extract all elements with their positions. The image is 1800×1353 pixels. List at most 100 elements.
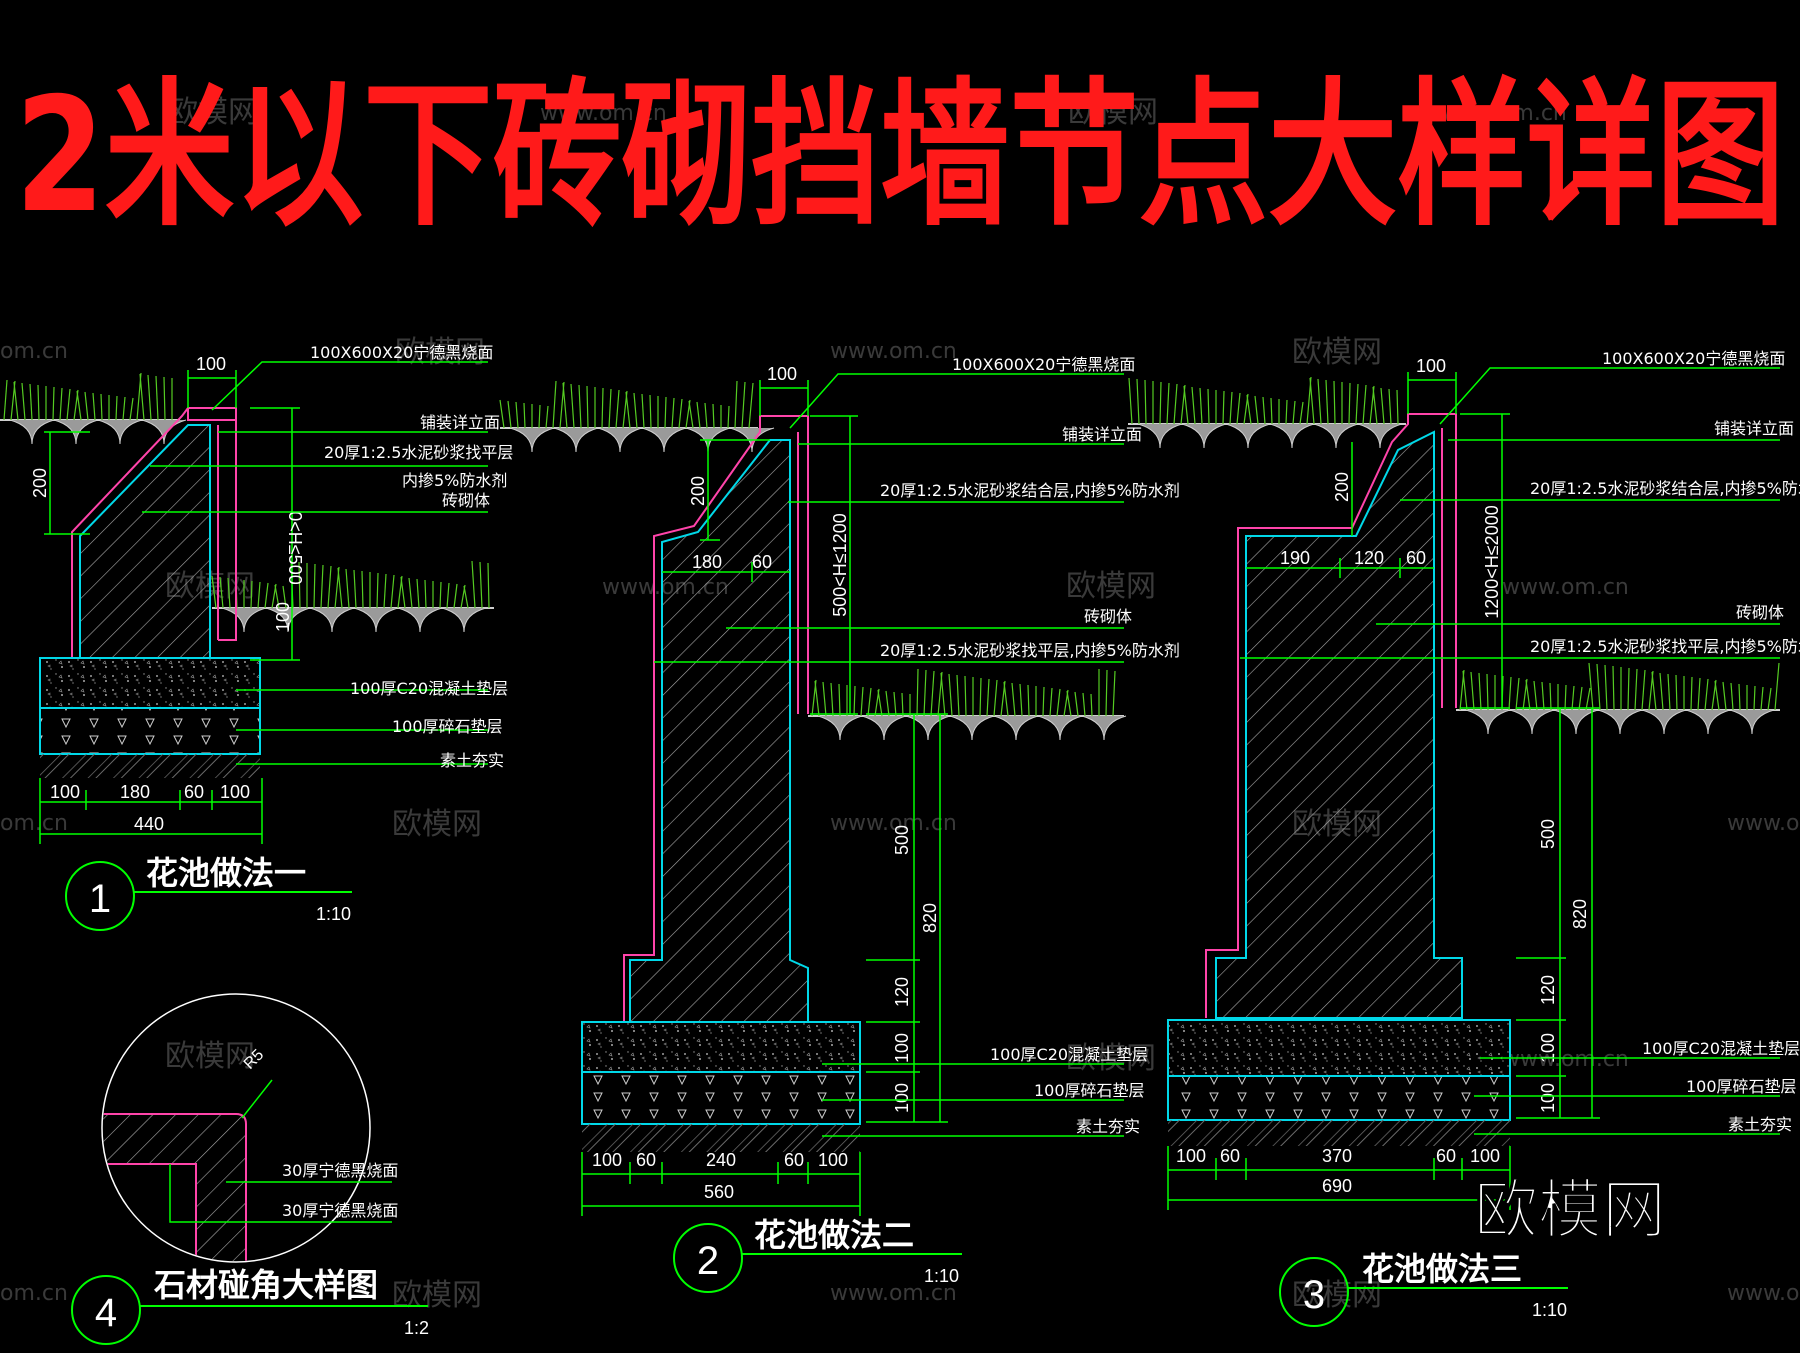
- grass-blade: [867, 687, 872, 717]
- ground-symbol: [1465, 709, 1511, 735]
- dim-upper: 180: [692, 552, 722, 572]
- dim-vertical: 120: [1538, 975, 1558, 1005]
- grass-blade: [1578, 686, 1583, 711]
- grass-blade: [1309, 377, 1315, 425]
- detail-number-circle: [673, 1223, 743, 1293]
- note-cap: 100X600X20宁德黑烧面: [310, 343, 493, 362]
- dim-base-part: 180: [120, 782, 150, 802]
- watermark-brand: 欧模网: [1292, 335, 1382, 370]
- grass-blade: [1585, 687, 1591, 711]
- grass-symbol: [1128, 376, 1406, 449]
- grass-blade: [163, 376, 166, 421]
- watermark-url: www.om.cn: [540, 101, 667, 126]
- grass-blade: [3, 379, 8, 421]
- ground-symbol: [97, 419, 143, 445]
- grass-blade: [1380, 387, 1385, 425]
- cap-stone: [187, 407, 237, 421]
- brick-wall-section: [79, 424, 211, 659]
- detail-name: 花池做法三: [1362, 1250, 1522, 1288]
- grass-blade: [814, 680, 820, 717]
- grass-blade: [1667, 673, 1671, 711]
- note-mortar-bond: 20厚1:2.5水泥砂浆结合层,内掺5%防水剂: [1530, 479, 1800, 498]
- grass-blade: [1199, 387, 1203, 425]
- grass-blade: [1144, 379, 1147, 425]
- grass-blade: [1049, 687, 1053, 717]
- grass-blade: [29, 383, 33, 421]
- grass-blade: [1564, 684, 1567, 711]
- watermark-brand: 欧模网: [168, 95, 258, 130]
- grass-blade: [860, 686, 864, 717]
- dim-slope: 200: [30, 468, 50, 498]
- grass-blade: [552, 380, 557, 429]
- grass-blade: [129, 397, 134, 421]
- concrete-layer: [581, 1021, 861, 1073]
- grass-blade: [1604, 664, 1608, 711]
- grass-blade: [1317, 378, 1322, 425]
- dim-upper: 60: [1406, 548, 1426, 568]
- note-concrete: 100厚C20混凝土垫层: [990, 1045, 1148, 1064]
- grass-blade: [734, 380, 738, 429]
- grass-blade: [1462, 670, 1468, 711]
- grass-blade: [499, 399, 505, 429]
- dim-base-part: 240: [706, 1150, 736, 1170]
- note-paving: 铺装详立面: [420, 413, 500, 432]
- grass-blade: [830, 682, 834, 717]
- grass-blade: [76, 390, 82, 421]
- note-cap: 100X600X20宁德黑烧面: [1602, 349, 1785, 368]
- grass-symbol: [808, 668, 1127, 741]
- grass-blade: [1533, 680, 1538, 711]
- grass-blade: [1612, 665, 1615, 711]
- watermark-url: www.om.cn: [1502, 575, 1629, 600]
- grass-blade: [13, 381, 19, 421]
- grass-blade: [678, 398, 683, 429]
- note-soil: 素土夯实: [1076, 1117, 1140, 1136]
- dim-vertical: 120: [892, 977, 912, 1007]
- grass-blade: [877, 689, 883, 717]
- grass-symbol: [0, 372, 187, 445]
- note-paving: 铺装详立面: [1062, 425, 1142, 444]
- grass-blade: [1003, 681, 1009, 717]
- ground-symbol: [265, 607, 311, 633]
- grass-blade: [463, 585, 469, 609]
- detail-4: R5 30厚宁德黑烧面 30厚宁德黑烧面 4 石材碰角大样图 1:2: [71, 993, 429, 1345]
- grass-blade: [704, 402, 708, 429]
- dim-base-part: 60: [184, 782, 204, 802]
- dim-base-part: 100: [50, 782, 80, 802]
- grass-blade: [688, 400, 694, 429]
- watermark-brand: 欧模网: [1068, 95, 1158, 130]
- grass-blade: [601, 387, 604, 429]
- ground-symbol: [1729, 709, 1775, 735]
- grass-blade: [1478, 672, 1482, 711]
- grass-blade: [1470, 671, 1475, 711]
- note-paving: 铺装详立面: [1714, 419, 1794, 438]
- grass-blade: [930, 670, 935, 717]
- grass-blade: [1183, 385, 1189, 425]
- grass-blade: [1207, 388, 1210, 425]
- dim-vertical: 500: [892, 825, 912, 855]
- note-mortar-level: 20厚1:2.5水泥砂浆找平层,内掺5%防水剂: [1530, 637, 1800, 656]
- grass-blade: [1191, 386, 1196, 425]
- grass-blade: [1333, 380, 1336, 425]
- watermark-url: om.cn: [0, 339, 68, 364]
- detail-scale: 1:10: [316, 904, 351, 924]
- ground-symbol: [9, 419, 55, 445]
- grass-blade: [507, 400, 512, 429]
- detail-number: 3: [1303, 1273, 1325, 1317]
- watermark-url: www.om.cn: [1502, 1047, 1629, 1072]
- grass-blade: [155, 375, 159, 421]
- grass-blade: [439, 581, 442, 609]
- detail-1: 100 200 0<H≤500 100 100 180 60 100 440 1…: [0, 343, 513, 931]
- grass-blade: [1362, 384, 1367, 425]
- grass-blade: [313, 563, 316, 609]
- grass-blade: [523, 402, 526, 429]
- grass-blade: [838, 683, 841, 717]
- detail-number-circle: [71, 1275, 141, 1345]
- grass-blade: [416, 578, 420, 609]
- grass-blade: [471, 560, 476, 609]
- ground-symbol: [353, 607, 399, 633]
- ground-symbol: [553, 427, 599, 453]
- dim-vertical: 100: [892, 1083, 912, 1113]
- note-concrete: 100厚C20混凝土垫层: [350, 679, 508, 698]
